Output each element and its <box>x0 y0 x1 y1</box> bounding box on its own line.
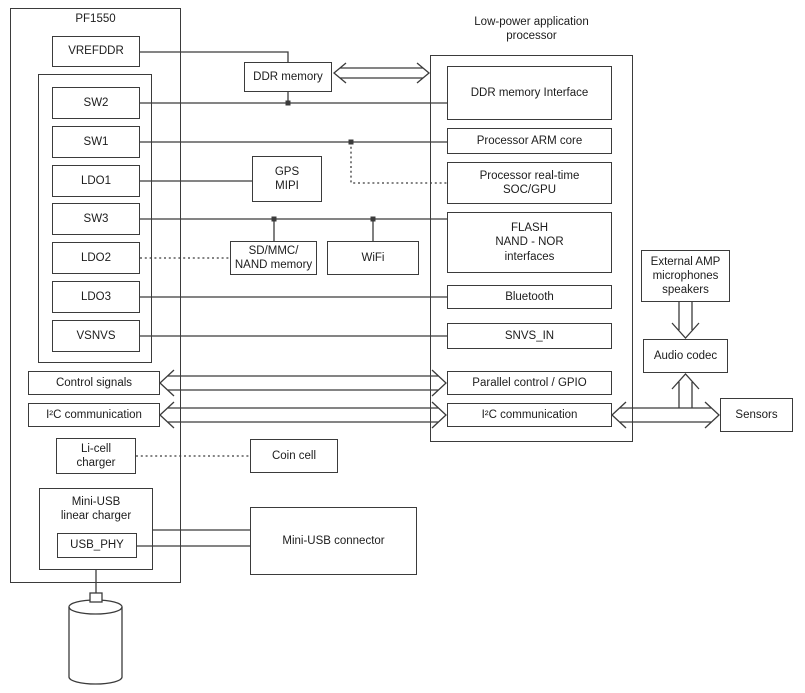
external-amp-box: External AMP microphones speakers <box>641 250 730 302</box>
gps-mipi-box: GPS MIPI <box>252 156 322 202</box>
bluetooth-box: Bluetooth <box>447 285 612 309</box>
extamp-to-codec-arrow <box>671 302 700 339</box>
battery-terminal <box>89 592 103 603</box>
codec-up-arrow <box>671 373 700 408</box>
pf1550-box <box>10 8 181 583</box>
battery-symbol <box>68 592 123 685</box>
sd-mmc-nand-box: SD/MMC/ NAND memory <box>230 241 317 275</box>
pf1550-title: PF1550 <box>75 13 116 25</box>
usb-phy-box: USB_PHY <box>57 533 137 558</box>
regulator-sw1: SW1 <box>52 126 140 158</box>
control-signals-arrow <box>159 369 447 397</box>
regulator-sw3: SW3 <box>52 203 140 235</box>
processor-box <box>430 55 633 442</box>
regulator-ldo2: LDO2 <box>52 242 140 274</box>
junction-dot <box>285 100 291 106</box>
regulator-ldo1: LDO1 <box>52 165 140 197</box>
mini-usb-charger-box <box>39 488 153 570</box>
realtime-soc-box: Processor real-time SOC/GPU <box>447 162 612 204</box>
vrefddr-box: VREFDDR <box>52 36 140 67</box>
control-signals-box: Control signals <box>28 371 160 395</box>
parallel-gpio-box: Parallel control / GPIO <box>447 371 612 395</box>
processor-title: Low-power application processor <box>474 16 589 43</box>
licell-charger-box: Li-cell charger <box>56 438 136 474</box>
junction-dot <box>271 216 277 222</box>
regulator-group-box <box>38 74 152 363</box>
i2c-communication-left-box: I²C communication <box>28 403 160 427</box>
i2c-processor-box: I²C communication <box>447 403 612 427</box>
mini-usb-charger-label: Mini-USB linear charger <box>60 496 132 523</box>
i2c-left-arrow <box>159 401 447 429</box>
battery-body <box>68 607 123 685</box>
snvs-in-box: SNVS_IN <box>447 323 612 349</box>
i2c-sensors-arrow <box>611 401 720 429</box>
sensors-box: Sensors <box>720 398 793 432</box>
flash-interfaces-box: FLASH NAND - NOR interfaces <box>447 212 612 273</box>
mini-usb-connector-box: Mini-USB connector <box>250 507 417 575</box>
audio-codec-box: Audio codec <box>643 339 728 373</box>
ddr-interface-box: DDR memory Interface <box>447 66 612 120</box>
junction-dots <box>271 100 376 222</box>
regulator-ldo3: LDO3 <box>52 281 140 313</box>
regulator-vsnvs: VSNVS <box>52 320 140 352</box>
ddr-memory-arrow <box>332 62 431 84</box>
vrefddr-to-ddr-line <box>140 51 289 62</box>
junction-dot <box>348 139 354 145</box>
arm-core-box: Processor ARM core <box>447 128 612 154</box>
ddr-memory-box: DDR memory <box>244 62 332 92</box>
regulator-sw2: SW2 <box>52 87 140 119</box>
wifi-box: WiFi <box>327 241 419 275</box>
junction-dot <box>370 216 376 222</box>
coin-cell-box: Coin cell <box>250 439 338 473</box>
